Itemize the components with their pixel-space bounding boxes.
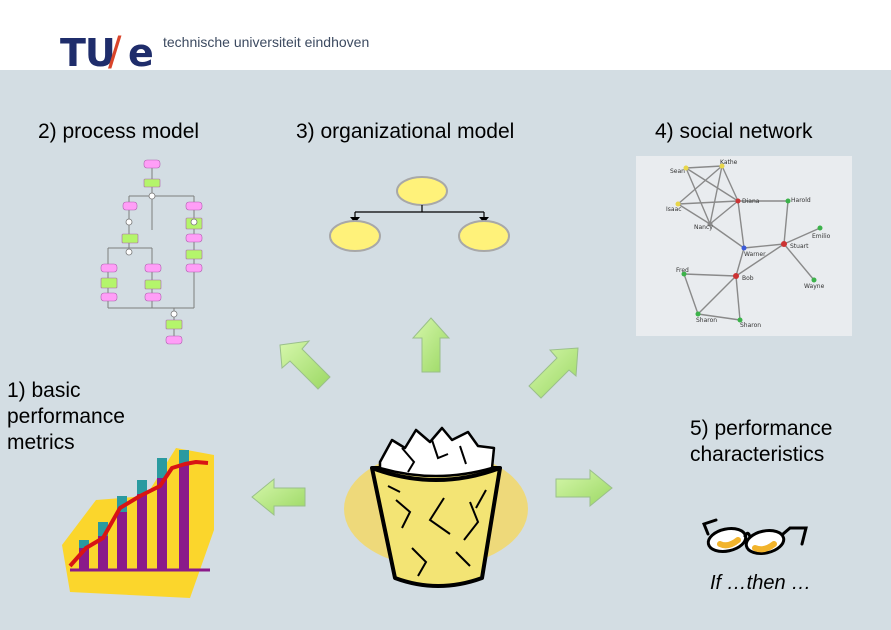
arrow-left — [251, 477, 306, 517]
arrow-up — [411, 317, 451, 373]
arrow-up-left — [279, 340, 331, 390]
tue-logo-tu: TU — [60, 31, 116, 75]
svg-text:Warner: Warner — [744, 251, 766, 258]
svg-text:Fred: Fred — [676, 267, 689, 274]
label-performance-characteristics: 5) performance characteristics — [690, 417, 833, 466]
arrow-up-right — [528, 347, 579, 399]
svg-text:Sharon: Sharon — [696, 317, 717, 324]
svg-text:Sharon: Sharon — [740, 322, 761, 329]
social-network-diagram: Sean Kathe Diana Harold Isaac Nancy Emil… — [636, 156, 852, 336]
svg-text:Diana: Diana — [742, 198, 760, 205]
process-model-diagram — [100, 159, 203, 345]
label-if-then: If …then … — [710, 572, 812, 594]
svg-text:Isaac: Isaac — [666, 206, 682, 213]
svg-text:Kathe: Kathe — [720, 159, 738, 166]
svg-text:Wayne: Wayne — [804, 283, 825, 290]
tue-logo-e: e — [128, 31, 154, 75]
organizational-model-diagram — [329, 176, 510, 252]
wastebasket-icon — [344, 426, 528, 588]
svg-text:Sean: Sean — [670, 168, 685, 175]
institution-name: technische universiteit eindhoven — [163, 34, 370, 50]
svg-text:Emilio: Emilio — [812, 233, 831, 240]
bar-chart-clipart-icon — [62, 448, 214, 598]
label-process-model: 2) process model — [38, 120, 200, 143]
svg-text:Stuart: Stuart — [790, 243, 809, 250]
social-network-graph: Sean Kathe Diana Harold Isaac Nancy Emil… — [666, 159, 831, 329]
svg-text:Nancy: Nancy — [694, 224, 713, 231]
glasses-icon — [702, 518, 808, 555]
label-social-network: 4) social network — [655, 120, 813, 143]
tue-logo-slash: / — [108, 29, 122, 75]
svg-text:Harold: Harold — [791, 197, 811, 204]
label-organizational-model: 3) organizational model — [296, 120, 515, 143]
arrow-right — [555, 468, 613, 508]
label-basic-metrics: 1) basic performance metrics — [7, 379, 125, 454]
svg-text:Bob: Bob — [742, 275, 754, 282]
header-bar — [0, 0, 891, 70]
